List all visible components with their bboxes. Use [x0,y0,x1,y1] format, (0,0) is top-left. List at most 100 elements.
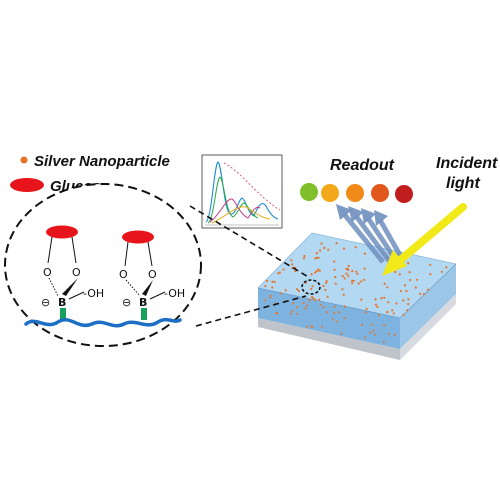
silver-nanoparticle-dot [333,305,336,308]
silver-nanoparticle-dot [391,309,394,312]
silver-nanoparticle-dot [429,263,432,266]
legend-silver-label: Silver Nanoparticle [34,153,170,170]
silver-nanoparticle-dot [306,304,308,307]
oxygen-label: O [119,268,128,281]
zoom-ellipse [4,183,202,347]
silver-nanoparticle-dot [357,282,360,285]
silver-nanoparticle-dot [324,288,327,292]
silver-nanoparticle-dot [333,311,336,314]
readout-dot-red [395,185,413,203]
silver-nanoparticle-dot [289,312,292,315]
silver-nanoparticle-dot [364,311,367,314]
silver-nanoparticle-dot [387,332,390,335]
silver-nanoparticle-dot [351,279,354,282]
silver-nanoparticle-dot [327,248,330,251]
silver-nanoparticle-dot [383,296,386,299]
charge-label: ⊖ [122,296,131,309]
silver-nanoparticle-dot [363,278,366,281]
silver-nanoparticle-dot [314,271,317,274]
silver-nanoparticle-dot [273,280,276,283]
silver-nanoparticle-dot [343,305,346,308]
silver-nanoparticle-dot [402,299,405,302]
silver-nanoparticle-dot [394,270,397,274]
silver-nanoparticle-dot [405,290,408,293]
silver-nanoparticle-dot [271,280,274,283]
oxygen-label: O [72,266,81,279]
silver-nanoparticle-dot [386,286,389,289]
spectrum-inset-icon [201,154,283,229]
silver-nanoparticle-dot [382,341,385,344]
silver-nanoparticle-dot [355,270,358,273]
zoom-target-circle [301,279,321,295]
silver-nanoparticle-dot [310,273,313,276]
silver-nanoparticle-dot [374,298,377,301]
silver-nanoparticle-dot [395,302,398,305]
silver-dot-icon [20,156,28,164]
silver-nanoparticle-dot [303,255,306,258]
boron-label: B [139,296,147,309]
silver-nanoparticle-dot [419,292,422,295]
silver-nanoparticle-dot [271,286,274,289]
silver-nanoparticle-dot [351,269,354,273]
silver-nanoparticle-dot [364,336,366,339]
glucose-ellipse-icon [10,178,44,192]
silver-nanoparticle-dot [269,294,272,297]
silver-nanoparticle-dot [363,252,366,255]
silver-nanoparticle-dot [407,302,410,306]
silver-nanoparticle-dot [347,264,350,267]
silver-nanoparticle-dot [426,288,430,291]
silver-nanoparticle-dot [320,325,323,328]
silver-nanoparticle-dot [315,270,318,273]
silver-nanoparticle-dot [317,268,320,271]
silver-nanoparticle-dot [319,303,322,306]
silver-nanoparticle-dot [314,298,317,301]
silver-nanoparticle-dot [282,268,285,271]
silver-nanoparticle-dot [345,267,348,270]
zoom-line-bottom [195,295,307,327]
silver-nanoparticle-dot [322,306,325,309]
silver-nanoparticle-dot [319,249,322,252]
silver-nanoparticle-dot [356,272,359,275]
silver-nanoparticle-dot [371,323,373,326]
silver-nanoparticle-dot [320,242,323,245]
silver-nanoparticle-dot [278,271,281,274]
silver-nanoparticle-dot [374,333,377,336]
silver-nanoparticle-dot [296,288,299,291]
silver-nanoparticle-dot [342,293,345,296]
silver-nanoparticle-dot [314,257,317,260]
polymer-backbone [24,317,182,328]
readout-dot-red-orange [371,184,389,202]
silver-nanoparticle-dot [325,280,328,283]
incident-label-line1: Incident [436,155,498,172]
silver-nanoparticle-dot [347,274,350,277]
silver-nanoparticle-dot [402,313,405,316]
silver-nanoparticle-dot [429,273,432,276]
silver-nanoparticle-dot [291,263,294,266]
silver-nanoparticle-dot [342,247,346,250]
silver-nanoparticle-dot [297,289,300,293]
silver-nanoparticle-dot [407,262,410,265]
reflected-light-arrows [336,204,407,264]
silver-nanoparticle-dot [341,288,344,291]
silver-nanoparticle-dot [416,278,419,281]
silver-nanoparticle-dot [280,292,283,295]
silver-nanoparticle-dot [408,271,411,274]
silver-nanoparticle-dot [264,299,267,302]
silver-nanoparticle-dot [406,309,409,312]
silver-nanoparticle-dot [345,272,348,275]
silver-nanoparticle-dot [374,303,378,306]
silver-nanoparticle-dot [343,277,346,280]
silver-nanoparticle-dot [337,311,340,314]
silver-nanoparticles [264,242,448,344]
silver-nanoparticle-dot [335,242,338,245]
silver-nanoparticle-dot [369,331,372,334]
silver-nanoparticle-dot [312,297,315,300]
silver-nanoparticle-dot [310,287,313,290]
silver-nanoparticle-dot [323,246,326,250]
silver-nanoparticle-dot [360,280,363,283]
silver-nanoparticle-dot [340,332,343,335]
silver-nanoparticle-dot [322,284,325,288]
silver-nanoparticle-dot [403,284,407,287]
glucose-molecule-right [122,230,154,244]
